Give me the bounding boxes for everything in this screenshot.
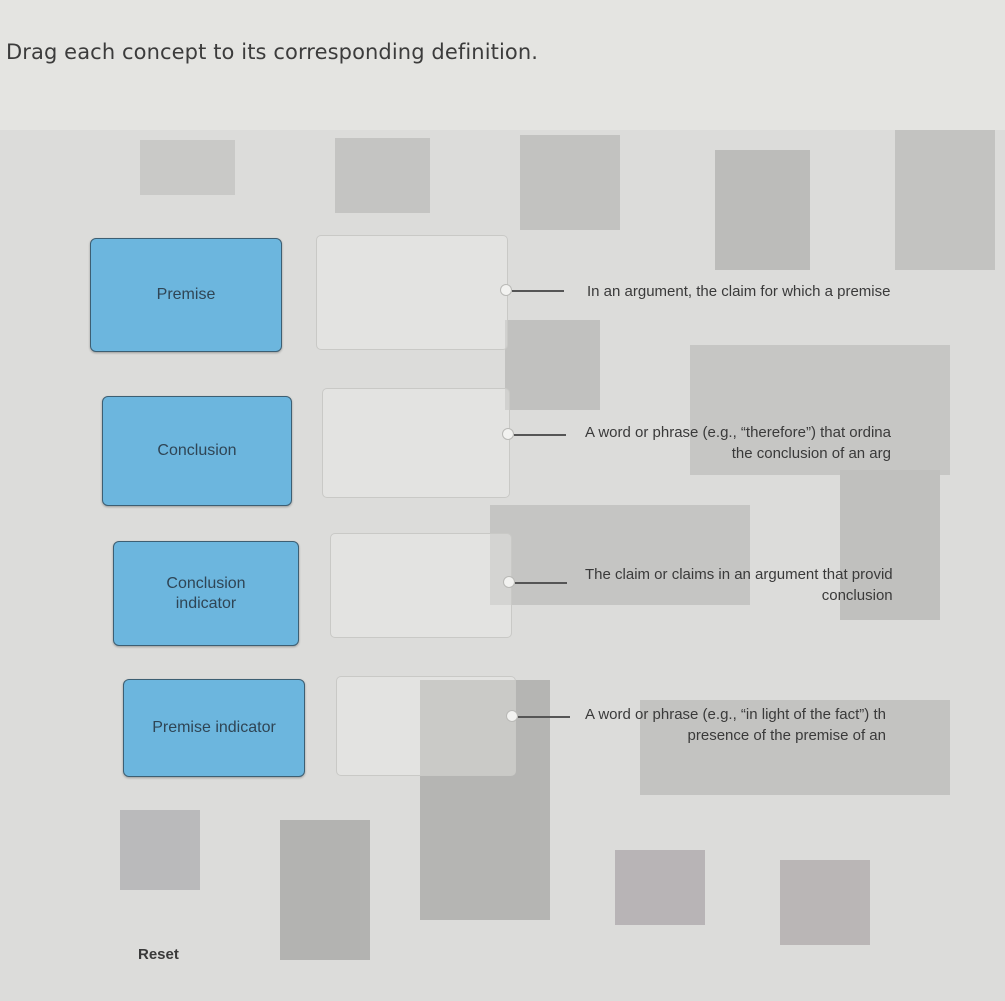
definition-3: The claim or claims in an argument that … [585,566,893,604]
bg-tile [335,138,430,213]
connector-dot [500,284,512,296]
connector-dot [506,710,518,722]
bg-tile [0,0,1005,130]
concept-label: Conclusion indicator [166,574,246,612]
bg-tile [690,345,950,475]
bg-tile [120,810,200,890]
bg-tile [640,700,950,795]
bg-tile [715,150,810,270]
connector-1 [500,284,570,298]
definition-2: A word or phrase (e.g., “therefore”) tha… [585,424,891,462]
bg-tile [140,140,235,195]
dropzone-3[interactable] [330,533,512,638]
definition-1: In an argument, the claim for which a pr… [587,283,891,300]
concept-label: Premise indicator [152,719,276,736]
definition-4: A word or phrase (e.g., “in light of the… [585,706,886,744]
concept-label: Conclusion [157,442,237,459]
connector-line [515,582,567,584]
connector-line [512,290,564,292]
connector-line [514,434,566,436]
bg-tile [780,860,870,945]
bg-tile [420,680,550,920]
connector-dot [503,576,515,588]
connector-3 [503,576,573,590]
bg-tile [520,135,620,230]
connector-dot [502,428,514,440]
bg-tile [840,470,940,620]
concept-card-conclusion-indicator[interactable]: Conclusion indicator [113,541,299,646]
bg-tile [615,850,705,925]
concept-label: Premise [156,286,216,303]
concept-card-conclusion[interactable]: Conclusion [102,396,292,506]
bg-tile [280,820,370,960]
instructions-title: Drag each concept to its corresponding d… [6,40,539,64]
bg-tile [895,130,995,270]
connector-2 [502,428,572,442]
concept-card-premise-indicator[interactable]: Premise indicator [123,679,305,777]
dropzone-1[interactable] [316,235,508,350]
connector-4 [506,710,576,724]
dropzone-4[interactable] [336,676,516,776]
connector-line [518,716,570,718]
bg-tile [505,320,600,410]
bg-tile [490,505,750,605]
reset-button[interactable]: Reset [138,946,179,963]
dropzone-2[interactable] [322,388,510,498]
concept-card-premise[interactable]: Premise [90,238,282,352]
